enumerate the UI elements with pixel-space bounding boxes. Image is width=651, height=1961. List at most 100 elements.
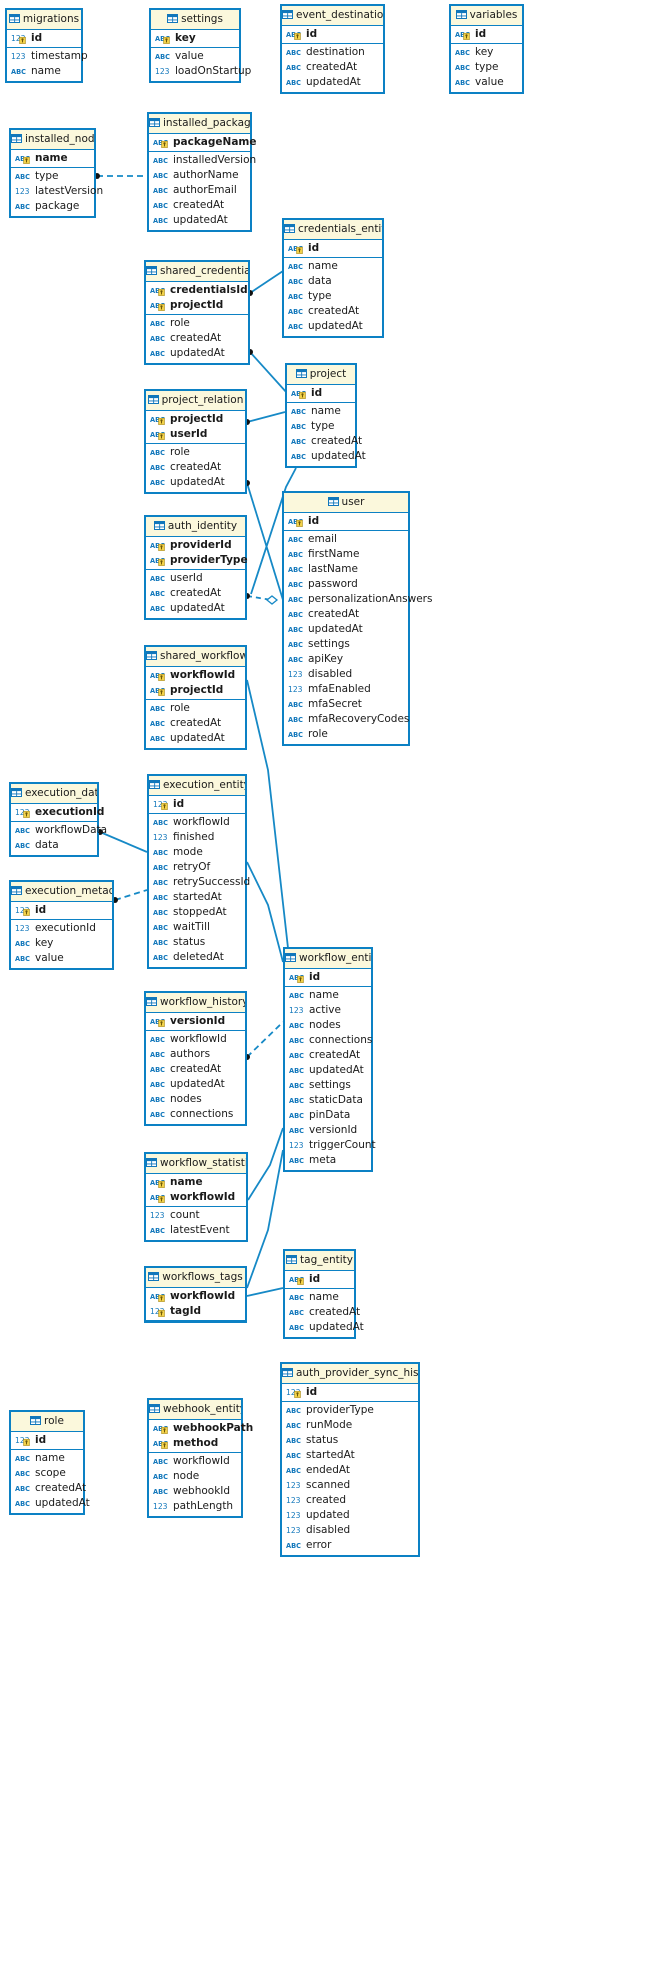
entity-table-installed-nodes[interactable]: installed_nodesABCnameABCtype123latestVe… [9, 128, 103, 218]
entity-table-execution-metadata[interactable]: execution_metadata123id123executionIdABC… [9, 880, 114, 970]
entity-table-workflow-entity[interactable]: workflow_entityABCidABCname123activeABCn… [283, 947, 376, 1172]
entity-table-credentials-entity[interactable]: credentials_entityABCidABCnameABCdataABC… [282, 218, 384, 338]
entity-table-auth-provider-sync-history[interactable]: auth_provider_sync_history123idABCprovid… [280, 1362, 420, 1557]
